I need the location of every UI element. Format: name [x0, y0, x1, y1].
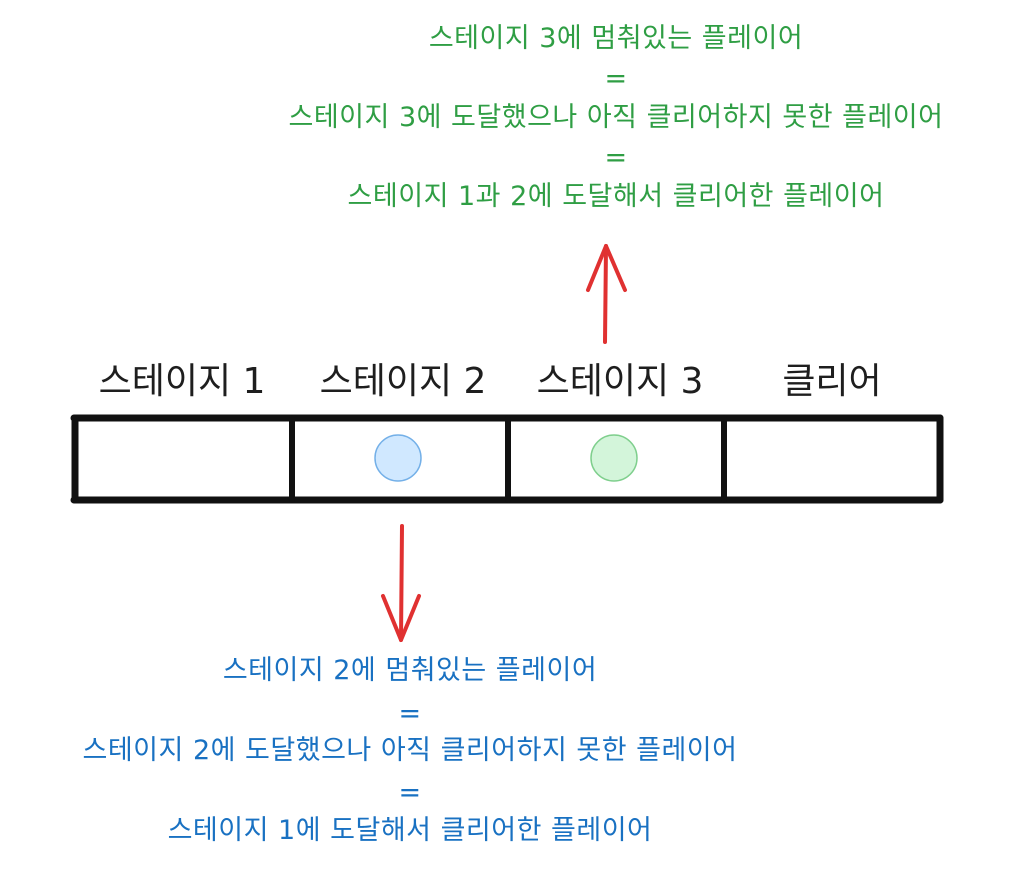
- stage-label-2: 스테이지 2: [319, 361, 487, 402]
- top-annotation-line-2: 스테이지 3에 도달했으나 아직 클리어하지 못한 플레이어: [288, 102, 944, 133]
- stage-label-3: 스테이지 3: [536, 361, 704, 402]
- top-annotation-equals-1: =: [604, 63, 628, 94]
- player-marker-stage-2: [374, 434, 422, 482]
- bottom-annotation-equals-2: =: [398, 777, 422, 808]
- bottom-annotation-line-1: 스테이지 2에 멈춰있는 플레이어: [222, 655, 598, 686]
- bottom-annotation-line-2: 스테이지 2에 도달했으나 아직 클리어하지 못한 플레이어: [82, 735, 738, 766]
- up-arrow-icon: [586, 244, 627, 344]
- stage-label-clear: 클리어: [782, 361, 882, 402]
- top-annotation-equals-2: =: [604, 142, 628, 173]
- bottom-annotation-equals-1: =: [398, 698, 422, 729]
- stage-label-1: 스테이지 1: [98, 361, 266, 402]
- down-arrow-icon: [381, 524, 421, 642]
- top-annotation-line-1: 스테이지 3에 멈춰있는 플레이어: [428, 23, 804, 54]
- top-annotation-line-3: 스테이지 1과 2에 도달해서 클리어한 플레이어: [347, 181, 885, 212]
- bottom-annotation-line-3: 스테이지 1에 도달해서 클리어한 플레이어: [167, 815, 653, 846]
- player-marker-stage-3: [590, 434, 638, 482]
- stage-track: [70, 414, 944, 504]
